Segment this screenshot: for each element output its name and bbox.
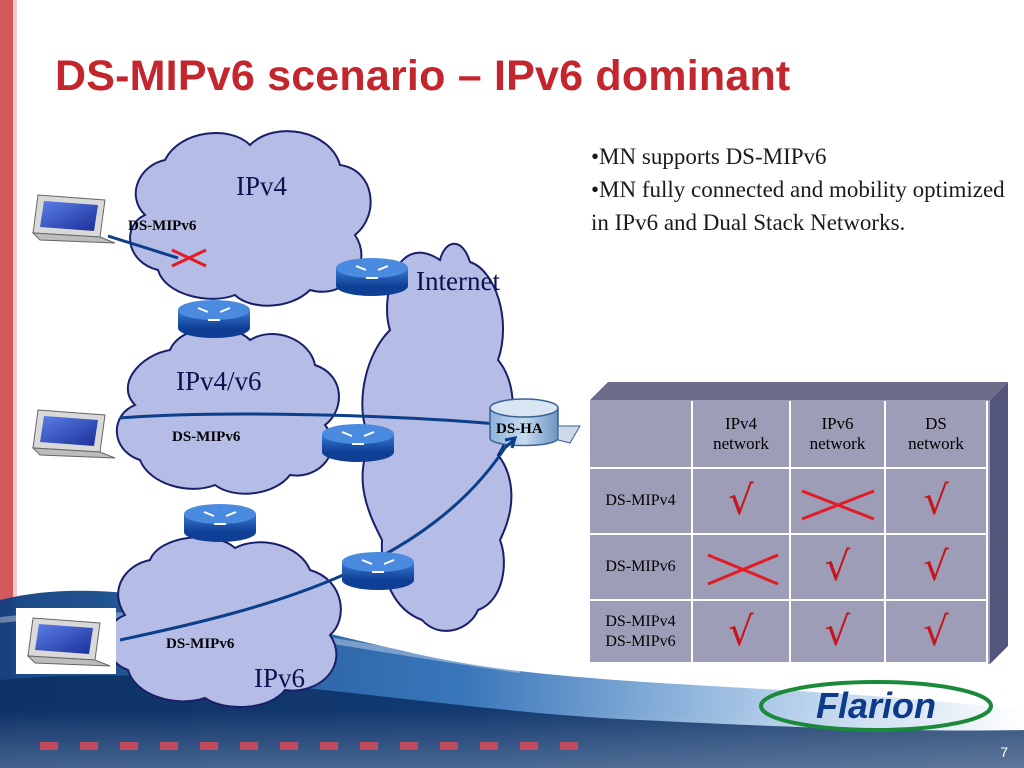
router-icon	[178, 300, 250, 338]
compatibility-table: IPv4 network IPv6 network DS network DS-…	[590, 401, 988, 664]
ipv4-cloud-label: IPv4	[236, 171, 288, 201]
table-header-cell: DS network	[886, 401, 988, 469]
left-accent-stripe	[13, 0, 17, 768]
table-cross-mark	[707, 553, 779, 586]
table-cell: √	[886, 469, 988, 535]
table-cell: √	[886, 601, 988, 664]
table-row-label: DS-MIPv6	[590, 535, 693, 601]
table-header-cell	[590, 401, 693, 469]
page-number: 7	[1000, 744, 1008, 760]
table-row-label: DS-MIPv4	[590, 469, 693, 535]
ipv4-attempt-line	[107, 234, 179, 260]
table-top-face	[590, 382, 1008, 400]
ipv4-cloud	[129, 130, 372, 307]
check-mark-icon: √	[923, 544, 949, 590]
laptop-icon	[26, 617, 111, 667]
router-icon	[342, 552, 414, 590]
table-cell: √	[693, 469, 791, 535]
table-cross-mark	[801, 489, 875, 521]
ipv4v6-cloud-label: IPv4/v6	[176, 366, 262, 396]
slide-title: DS-MIPv6 scenario – IPv6 dominant	[55, 52, 791, 100]
ipv4v6-client-label: DS-MIPv6	[172, 429, 241, 445]
ipv4v6-tunnel-line	[119, 412, 509, 427]
table-cell: √	[791, 601, 886, 664]
ipv6-tunnel-line	[119, 439, 512, 642]
ipv4-blocked-mark	[171, 248, 207, 268]
laptop-icon	[31, 409, 116, 459]
ipv4-client-label: DS-MIPv6	[128, 218, 197, 234]
table-side-face	[990, 382, 1008, 664]
laptop-icon	[31, 194, 116, 244]
internet-cloud	[361, 242, 514, 632]
ipv6-cloud	[105, 536, 342, 708]
flarion-logo-text: Flarion	[816, 685, 936, 726]
table-cell	[791, 469, 886, 535]
table-cell: √	[886, 535, 988, 601]
home-agent-database-icon	[489, 398, 581, 447]
table-row-label: DS-MIPv4 DS-MIPv6	[590, 601, 693, 664]
table-header-cell: IPv4 network	[693, 401, 791, 469]
check-mark-icon: √	[728, 608, 754, 655]
router-icon	[336, 258, 408, 296]
check-mark-icon: √	[923, 608, 949, 655]
bullet-item: •MN fully connected and mobility optimiz…	[591, 177, 1005, 235]
table-header-cell: IPv6 network	[791, 401, 886, 469]
ipv4v6-cloud	[115, 326, 340, 495]
internet-cloud-label: Internet	[416, 266, 500, 296]
check-mark-icon: √	[923, 478, 949, 524]
flarion-logo: Flarion	[759, 680, 993, 732]
left-accent-bar	[0, 0, 13, 768]
check-mark-icon: √	[824, 608, 851, 655]
router-icon	[322, 424, 394, 462]
home-agent-label: DS-HA	[496, 421, 543, 437]
table-cell	[693, 535, 791, 601]
ipv6-cloud-label: IPv6	[254, 663, 306, 693]
table-cell: √	[791, 535, 886, 601]
table-cell: √	[693, 601, 791, 664]
ipv6-client-label: DS-MIPv6	[166, 636, 235, 652]
bullet-list: •MN supports DS-MIPv6 •MN fully connecte…	[591, 140, 1011, 239]
bullet-item: •MN supports DS-MIPv6	[591, 144, 827, 169]
router-icon	[184, 504, 256, 542]
check-mark-icon: √	[824, 544, 851, 590]
check-mark-icon: √	[728, 478, 754, 524]
